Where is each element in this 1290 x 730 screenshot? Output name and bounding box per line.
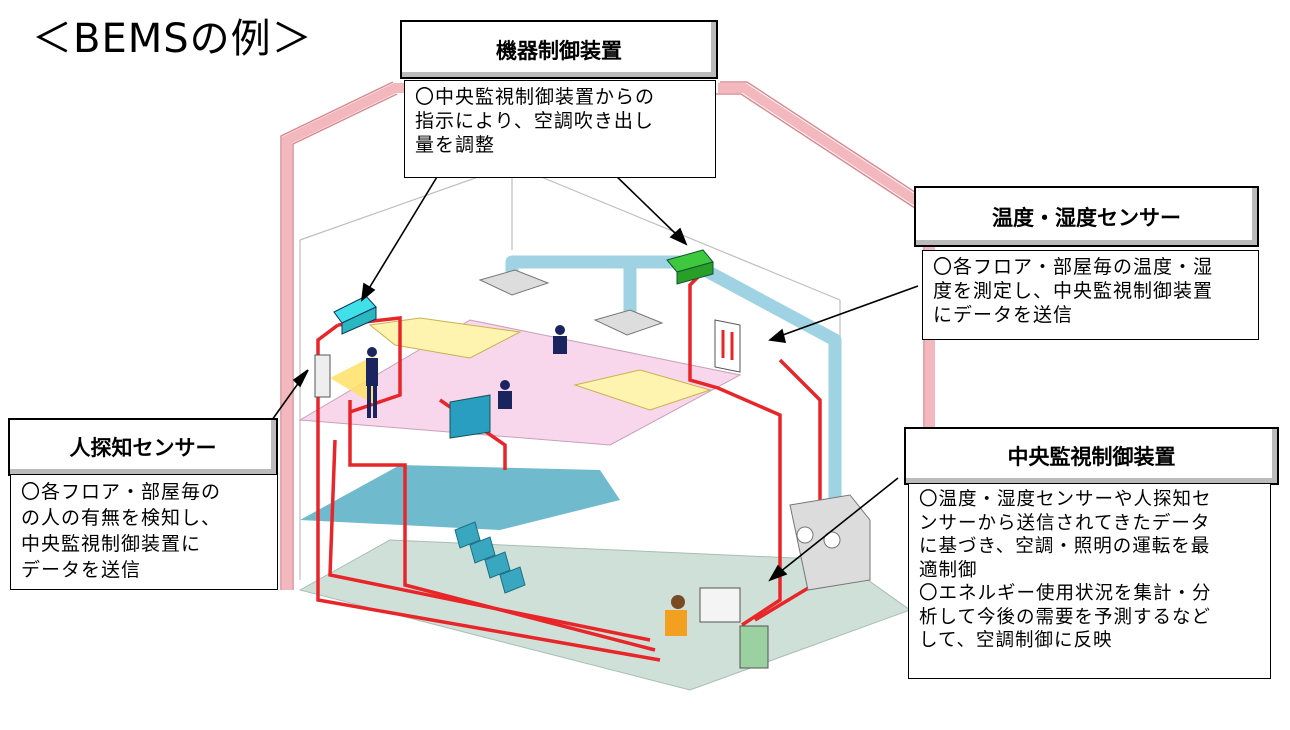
- callout-temp-humidity-sensor: 温度・湿度センサー 〇各フロア・部屋毎の温度・湿 度を測定し、中央監視制御装置 …: [914, 186, 1259, 341]
- callout-heading: 機器制御装置: [400, 20, 718, 79]
- callout-heading: 温度・湿度センサー: [914, 186, 1259, 247]
- thermometer-icon: [714, 319, 741, 373]
- callout-body: 〇各フロア・部屋毎の の人の有無を検知し、 中央監視制御装置に データを送信: [10, 474, 278, 590]
- callout-heading: 人探知センサー: [8, 418, 278, 476]
- person-standing-icon: [366, 347, 378, 418]
- callout-body: 〇中央監視制御装置からの 指示により、空調吹き出し 量を調整: [404, 80, 716, 178]
- callout-arrows: [271, 171, 919, 582]
- callout-human-sensor: 人探知センサー 〇各フロア・部屋毎の の人の有無を検知し、 中央監視制御装置に …: [8, 418, 278, 591]
- callout-equipment-control: 機器制御装置 〇中央監視制御装置からの 指示により、空調吹き出し 量を調整: [400, 20, 718, 178]
- upper-floor: [298, 319, 742, 446]
- equipment-control-unit-cyan: [333, 295, 377, 335]
- control-cabinet-icon: [789, 494, 871, 591]
- air-ducts: [505, 255, 842, 505]
- office-worker-icon: [498, 325, 567, 409]
- operator-icon: [665, 587, 769, 669]
- light-panels: [368, 317, 712, 411]
- callout-heading: 中央監視制御装置: [904, 427, 1279, 485]
- page-title: ＜BEMSの例＞: [32, 16, 313, 62]
- human-sensor-device: [314, 354, 375, 405]
- callout-central-control: 中央監視制御装置 〇温度・湿度センサーや人探知セ ンサーから送信されてきたデータ…: [904, 427, 1279, 679]
- stairs: [454, 521, 526, 594]
- middle-floor: [300, 465, 620, 530]
- callout-body: 〇各フロア・部屋毎の温度・湿 度を測定し、中央監視制御装置 にデータを送信: [922, 250, 1259, 340]
- callout-body: 〇温度・湿度センサーや人探知セ ンサーから送信されてきたデータ に基づき、空調・…: [908, 483, 1271, 679]
- air-diffusers: [478, 269, 664, 336]
- desk-icon: [449, 394, 491, 439]
- equipment-control-unit-green: [666, 249, 714, 285]
